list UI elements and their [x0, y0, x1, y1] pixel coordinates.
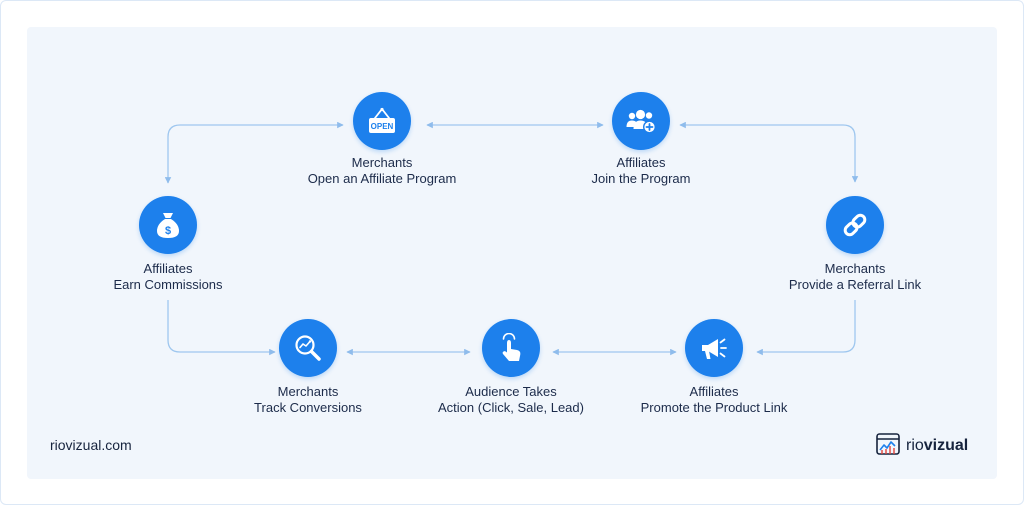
- step-actor: Merchants: [824, 261, 886, 276]
- step-icon-circle: [826, 196, 884, 254]
- connector-earn-to-open: [164, 121, 344, 184]
- open-sign-icon: OPEN: [367, 107, 397, 135]
- step-label: Merchants Track Conversions: [178, 384, 438, 416]
- step-label: Merchants Provide a Referral Link: [725, 261, 985, 293]
- connector-track-to-earn: [167, 300, 276, 356]
- step-actor: Merchants: [277, 384, 339, 399]
- step-actor: Affiliates: [689, 384, 739, 399]
- brand-name-prefix: rio: [906, 437, 924, 454]
- step-action: Action (Click, Sale, Lead): [438, 400, 584, 415]
- step-label: Affiliates Earn Commissions: [38, 261, 298, 293]
- diagram-panel: [27, 27, 997, 479]
- brand-name-bold: vizual: [923, 437, 969, 454]
- step-action: Promote the Product Link: [640, 400, 788, 415]
- step-action: Track Conversions: [254, 400, 362, 415]
- step-label: Audience Takes Action (Click, Sale, Lead…: [381, 384, 641, 416]
- megaphone-icon: [699, 334, 729, 362]
- svg-text:OPEN: OPEN: [371, 122, 394, 131]
- step-label: Affiliates Promote the Product Link: [584, 384, 844, 416]
- step-action: Join the Program: [591, 171, 691, 186]
- step-label: Merchants Open an Affiliate Program: [252, 155, 512, 187]
- step-icon-circle: [279, 319, 337, 377]
- step-action: Earn Commissions: [113, 277, 223, 292]
- step-icon-circle: [612, 92, 670, 150]
- step-icon-circle: [685, 319, 743, 377]
- svg-text:$: $: [165, 225, 171, 237]
- connector-referral-to-promote: [756, 300, 856, 356]
- magnifier-chart-icon: [293, 333, 323, 363]
- step-icon-circle: $: [139, 196, 197, 254]
- connector-join-to-referral: [679, 121, 859, 183]
- brand-name: riovizual: [906, 437, 968, 455]
- step-icon-circle: [482, 319, 540, 377]
- step-actor: Merchants: [351, 155, 413, 170]
- step-actor: Affiliates: [616, 155, 666, 170]
- money-bag-icon: $: [154, 210, 182, 240]
- step-icon-circle: OPEN: [353, 92, 411, 150]
- chain-link-icon: [841, 211, 869, 239]
- step-actor: Affiliates: [143, 261, 193, 276]
- step-action: Provide a Referral Link: [788, 277, 922, 292]
- step-actor: Audience Takes: [465, 384, 557, 399]
- user-group-add-icon: [626, 108, 656, 134]
- footer-website-url: riovizual.com: [50, 437, 132, 453]
- step-label: Affiliates Join the Program: [511, 155, 771, 187]
- brand-logo: riovizual: [876, 432, 968, 460]
- pointer-hand-icon: [497, 333, 525, 363]
- chart-logo-icon: [876, 432, 900, 460]
- step-action: Open an Affiliate Program: [307, 171, 457, 186]
